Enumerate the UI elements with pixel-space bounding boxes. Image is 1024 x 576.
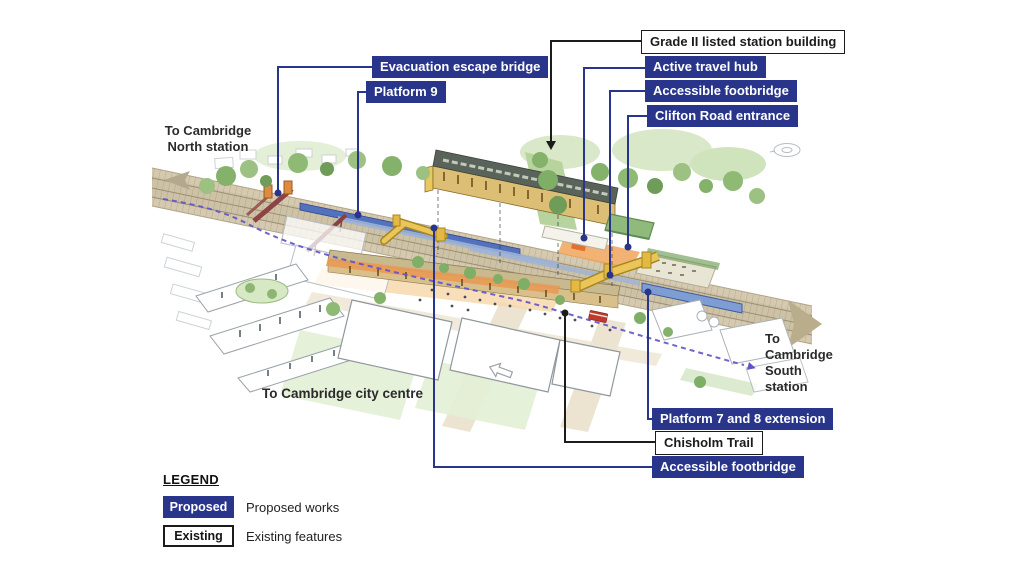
direction-cambridge-north: To Cambridge North station bbox=[158, 123, 258, 155]
chisholm-trail-path bbox=[162, 198, 756, 370]
city-centre-arrow-icon bbox=[488, 362, 514, 379]
callout-active-travel-hub: Active travel hub bbox=[645, 56, 766, 78]
legend-title: LEGEND bbox=[163, 472, 219, 487]
sketch-roundabout bbox=[769, 143, 801, 157]
callout-platform-9: Platform 9 bbox=[366, 81, 446, 103]
accessible-footbridge-east bbox=[570, 251, 660, 293]
legend-row-proposed: Proposed Proposed works bbox=[163, 496, 342, 518]
rail-continues-south-arrow-icon bbox=[788, 300, 822, 348]
legend-proposed-chip: Proposed bbox=[163, 496, 234, 518]
callout-grade2-listed-station-building: Grade II listed station building bbox=[641, 30, 846, 54]
direction-north-line1: To Cambridge bbox=[164, 123, 252, 138]
trees bbox=[199, 151, 765, 388]
legend-proposed-desc: Proposed works bbox=[246, 499, 340, 515]
callout-platform-7-8-extension: Platform 7 and 8 extension bbox=[652, 408, 834, 430]
callout-chisholm-trail: Chisholm Trail bbox=[655, 431, 763, 455]
bus bbox=[588, 310, 608, 323]
accessible-footbridge-west bbox=[380, 214, 448, 245]
grade2-listed-station-building bbox=[424, 149, 619, 289]
leader-dots bbox=[274, 189, 652, 317]
evacuation-escape-bridge bbox=[246, 180, 294, 223]
legend-existing-chip: Existing bbox=[163, 525, 234, 547]
trail-direction-arrow-icon bbox=[746, 362, 756, 370]
direction-south-line1: To bbox=[765, 331, 780, 346]
legend-row-existing: Existing Existing features bbox=[163, 525, 342, 547]
callout-accessible-footbridge-south: Accessible footbridge bbox=[652, 456, 804, 478]
station-canopy-building bbox=[541, 225, 609, 251]
legend: LEGEND Proposed Proposed works Existing … bbox=[163, 472, 342, 554]
callout-accessible-footbridge-north: Accessible footbridge bbox=[645, 80, 797, 102]
direction-south-line4: station bbox=[765, 379, 808, 394]
direction-south-line2: Cambridge bbox=[765, 347, 833, 362]
rail-continues-north-arrow-icon bbox=[164, 171, 190, 190]
direction-north-line2: North station bbox=[167, 139, 249, 154]
platform-7-8-extension-strip bbox=[641, 282, 743, 314]
callout-clifton-road-entrance: Clifton Road entrance bbox=[647, 105, 799, 127]
direction-south-line3: South bbox=[765, 363, 802, 378]
pedestrians bbox=[418, 288, 612, 332]
leader-lines bbox=[277, 40, 655, 468]
direction-cambridge-city-centre: To Cambridge city centre bbox=[262, 386, 424, 401]
direction-cambridge-south: To Cambridge South station bbox=[765, 331, 833, 395]
legend-existing-desc: Existing features bbox=[246, 528, 343, 544]
callout-evacuation-escape-bridge: Evacuation escape bridge bbox=[372, 56, 549, 78]
